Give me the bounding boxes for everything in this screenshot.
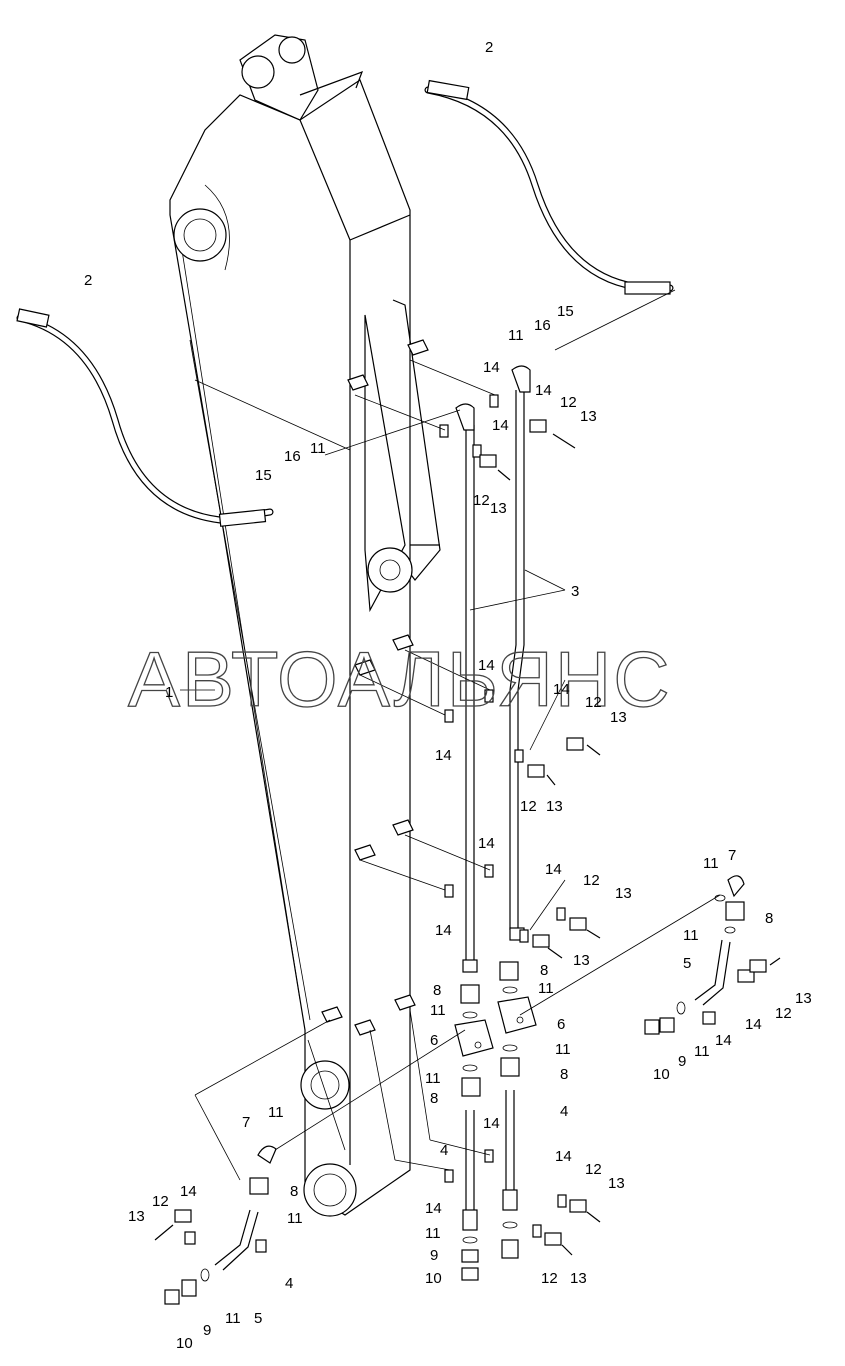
- label-o-ring-left: 11: [310, 440, 326, 457]
- label-adapter-c3: 8: [560, 1066, 568, 1083]
- hose-left: [16, 308, 274, 527]
- label-bracket-r1: 14: [483, 359, 500, 376]
- label-o-ring-b-left: 15: [255, 467, 272, 484]
- label-nipple-ll: 9: [203, 1322, 211, 1339]
- label-block-right: 6: [557, 1016, 565, 1033]
- label-bolt-m1: 13: [610, 709, 627, 726]
- label-bracket-rr: 14: [745, 1016, 762, 1033]
- label-bracket-r2: 14: [535, 382, 552, 399]
- part-labels: 1 2 2 15 16 11 14 14 12 13 14 12 13 16 1…: [84, 39, 812, 1352]
- label-clamp-rr: 12: [775, 1005, 792, 1022]
- label-bracket-m2: 14: [553, 681, 570, 698]
- label-fitting-left: 16: [284, 448, 301, 465]
- label-pipe: 3: [571, 583, 579, 600]
- label-bracket-l3: 14: [435, 922, 452, 939]
- label-fitting-right: 16: [534, 317, 551, 334]
- boom: [169, 34, 441, 1217]
- label-bracket-m3: 14: [435, 747, 452, 764]
- hose-right: [424, 79, 674, 295]
- label-clamp-b1: 12: [585, 1161, 602, 1178]
- center-block-assembly: [454, 961, 537, 1281]
- watermark: АВТОАЛЬЯНС: [128, 635, 672, 723]
- label-bracket-l1: 14: [478, 835, 495, 852]
- label-o-ring-right: 11: [508, 327, 524, 344]
- pipe-clamps: [439, 394, 601, 1256]
- label-o-ring-c4: 11: [425, 1070, 441, 1087]
- leader-lines: [180, 289, 721, 1181]
- label-bracket-b3: 14: [425, 1200, 442, 1217]
- label-nipple-rr: 9: [678, 1053, 686, 1070]
- left-bottom-assembly: [154, 1145, 277, 1305]
- label-o-ring-b-right: 15: [557, 303, 574, 320]
- label-bolt-l2: 13: [573, 952, 590, 969]
- label-hose-right: 2: [485, 39, 493, 56]
- label-bracket-m1: 14: [478, 657, 495, 674]
- label-o-ring-ll2: 11: [287, 1210, 303, 1227]
- label-o-ring-rr2: 11: [683, 927, 699, 944]
- label-o-ring-ll1: 11: [268, 1104, 284, 1121]
- label-bolt-r1: 13: [580, 408, 597, 425]
- label-o-ring-c3: 11: [555, 1041, 571, 1058]
- label-bracket-b2: 14: [555, 1148, 572, 1165]
- label-adapter-rr: 8: [765, 910, 773, 927]
- label-bolt-m2: 13: [546, 798, 563, 815]
- label-clamp-m1: 12: [585, 694, 602, 711]
- label-nipple-c: 9: [430, 1247, 438, 1264]
- label-bracket-ll: 14: [180, 1183, 197, 1200]
- label-adapter-ll: 8: [290, 1183, 298, 1200]
- label-elbow-left: 7: [242, 1114, 250, 1131]
- label-tube-ll: 4: [285, 1275, 293, 1292]
- label-bracket-rr2: 14: [715, 1032, 732, 1049]
- label-tube-left: 4: [440, 1142, 448, 1159]
- boom-brackets: [321, 339, 429, 1036]
- label-elbow-right: 7: [728, 847, 736, 864]
- right-assembly: [644, 875, 781, 1035]
- label-bracket-c1: 14: [492, 417, 509, 434]
- label-bolt-ll: 13: [128, 1208, 145, 1225]
- label-bracket-l2: 14: [545, 861, 562, 878]
- label-bolt-l1: 13: [615, 885, 632, 902]
- label-bolt-rr: 13: [795, 990, 812, 1007]
- label-clamp-c1: 12: [473, 492, 490, 509]
- label-o-ring-ll3: 11: [225, 1310, 241, 1327]
- label-cap-rr: 10: [653, 1066, 670, 1083]
- label-bolt-b1: 13: [608, 1175, 625, 1192]
- label-clamp-ll: 12: [152, 1193, 169, 1210]
- label-o-ring-c2: 11: [430, 1002, 446, 1019]
- label-boom: 1: [165, 684, 173, 701]
- label-bracket-b1: 14: [483, 1115, 500, 1132]
- label-hose-left: 2: [84, 272, 92, 289]
- label-clamp-l1: 12: [583, 872, 600, 889]
- label-bent-pipe-left: 5: [254, 1310, 262, 1327]
- label-o-ring-c1: 11: [538, 980, 554, 997]
- label-clamp-b2: 12: [541, 1270, 558, 1287]
- label-adapter-c1: 8: [540, 962, 548, 979]
- label-cap-ll: 10: [176, 1335, 193, 1352]
- label-clamp-m2: 12: [520, 798, 537, 815]
- label-cap-c: 10: [425, 1270, 442, 1287]
- label-o-ring-rr3: 11: [694, 1043, 710, 1060]
- label-block-left: 6: [430, 1032, 438, 1049]
- label-bolt-c1: 13: [490, 500, 507, 517]
- label-bent-pipe-right: 5: [683, 955, 691, 972]
- label-bolt-b2: 13: [570, 1270, 587, 1287]
- label-tube-right: 4: [560, 1103, 568, 1120]
- label-clamp-r1: 12: [560, 394, 577, 411]
- label-adapter-c4: 8: [430, 1090, 438, 1107]
- label-adapter-c2: 8: [433, 982, 441, 999]
- label-o-ring-c5: 11: [425, 1225, 441, 1242]
- label-o-ring-rr1: 11: [703, 855, 719, 872]
